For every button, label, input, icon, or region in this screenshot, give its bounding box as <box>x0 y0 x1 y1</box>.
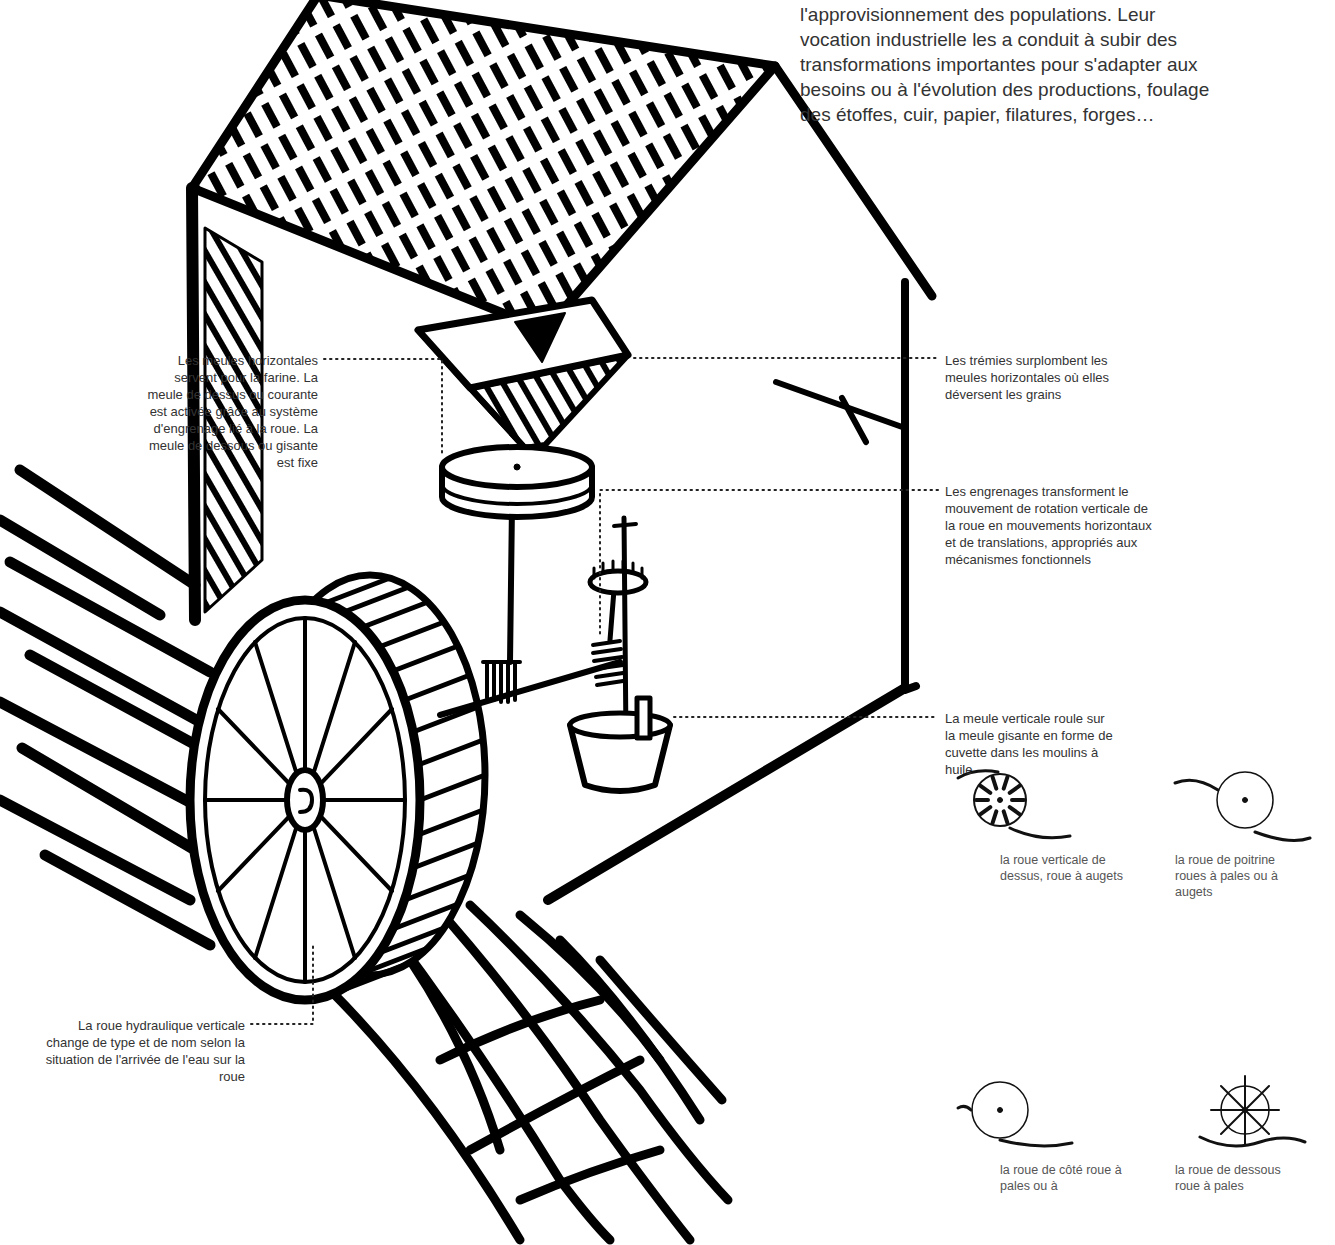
mill-mechanism <box>483 662 520 702</box>
mill-mechanism <box>515 313 565 362</box>
water-streams <box>520 1150 660 1200</box>
ground-strokes <box>0 612 200 722</box>
mill-mechanism <box>570 713 670 737</box>
wheel-type-icon <box>972 1082 1028 1138</box>
wheel-type-icon <box>1010 828 1070 838</box>
ground-strokes <box>0 470 210 945</box>
mill-mechanism <box>593 641 623 685</box>
mill-mechanism <box>418 300 628 388</box>
wheel-type-icon <box>1200 1137 1305 1146</box>
mill-house <box>842 398 866 442</box>
mill-mechanism <box>594 561 642 578</box>
wheel-type-icon <box>1175 780 1218 790</box>
callout-text: La roue hydraulique verticale change de … <box>45 1017 245 1085</box>
ground-strokes <box>45 855 210 945</box>
intro-paragraph: l'approvisionnement des populations. Leu… <box>800 2 1225 127</box>
mill-mechanism <box>624 518 626 740</box>
leader-line <box>324 359 442 455</box>
callout-text: Les trémies surplombent les meules horiz… <box>945 352 1110 403</box>
wheel-type-icon <box>958 771 1310 1146</box>
wheel-type-icon <box>1255 832 1310 840</box>
mill-mechanism <box>510 505 512 662</box>
water-wheel <box>190 600 420 1000</box>
mill-house <box>775 66 932 296</box>
wheel-type-caption: la roue verticale de dessus, roue à auge… <box>1000 852 1128 884</box>
leader-line <box>251 945 313 1024</box>
wheel-type-icon <box>1217 772 1273 828</box>
water-streams <box>470 905 728 1200</box>
water-wheel <box>205 618 405 982</box>
mill-house <box>192 0 775 330</box>
water-streams <box>470 1060 640 1150</box>
wheel-type-icon <box>1243 1108 1248 1113</box>
leader-line <box>634 357 938 359</box>
mill-mechanism <box>442 447 592 487</box>
mill-mechanism <box>637 698 650 738</box>
water-wheel <box>205 618 405 982</box>
ground-strokes <box>22 748 195 850</box>
leader-line <box>600 490 938 638</box>
water-streams <box>440 1000 600 1060</box>
water-wheel <box>190 575 485 1000</box>
mill-mechanism <box>610 590 614 640</box>
wheel-type-icon <box>1211 1076 1279 1144</box>
wheel-type-icon <box>1243 798 1248 803</box>
wheel-type-caption: la roue de dessous roue à pales <box>1175 1162 1303 1194</box>
mill-house <box>905 282 916 690</box>
wheel-type-icon <box>974 774 1026 826</box>
mill-mechanism <box>614 524 636 526</box>
wheel-type-icon <box>976 777 1024 823</box>
water-streams <box>600 960 722 1100</box>
callout-text: Les meules horizontales servent pour la … <box>140 352 318 471</box>
mill-mechanism <box>514 464 520 470</box>
mill-mechanism <box>440 662 620 715</box>
wheel-type-icon <box>998 798 1003 803</box>
leader-line <box>251 358 938 1024</box>
wheel-type-caption: la roue de poitrine roues à pales ou à a… <box>1175 852 1303 900</box>
mill-mechanism <box>418 300 670 791</box>
water-wheel <box>300 790 312 812</box>
mill-mechanism <box>590 571 646 593</box>
mill-house <box>776 382 905 428</box>
callout-text: Les engrenages transforment le mouvement… <box>945 483 1160 568</box>
mill-house <box>205 228 262 612</box>
callout-text: La meule verticale roule sur la meule gi… <box>945 710 1115 778</box>
wheel-type-icon <box>1000 1140 1072 1146</box>
wheel-type-caption: la roue de côté roue à pales ou à <box>1000 1162 1128 1194</box>
mill-house <box>548 688 905 900</box>
water-wheel <box>287 770 323 830</box>
wheel-type-icon <box>998 1108 1003 1113</box>
wheel-type-icon <box>958 1106 971 1110</box>
ground-strokes <box>20 470 195 585</box>
leader-line <box>674 716 938 718</box>
